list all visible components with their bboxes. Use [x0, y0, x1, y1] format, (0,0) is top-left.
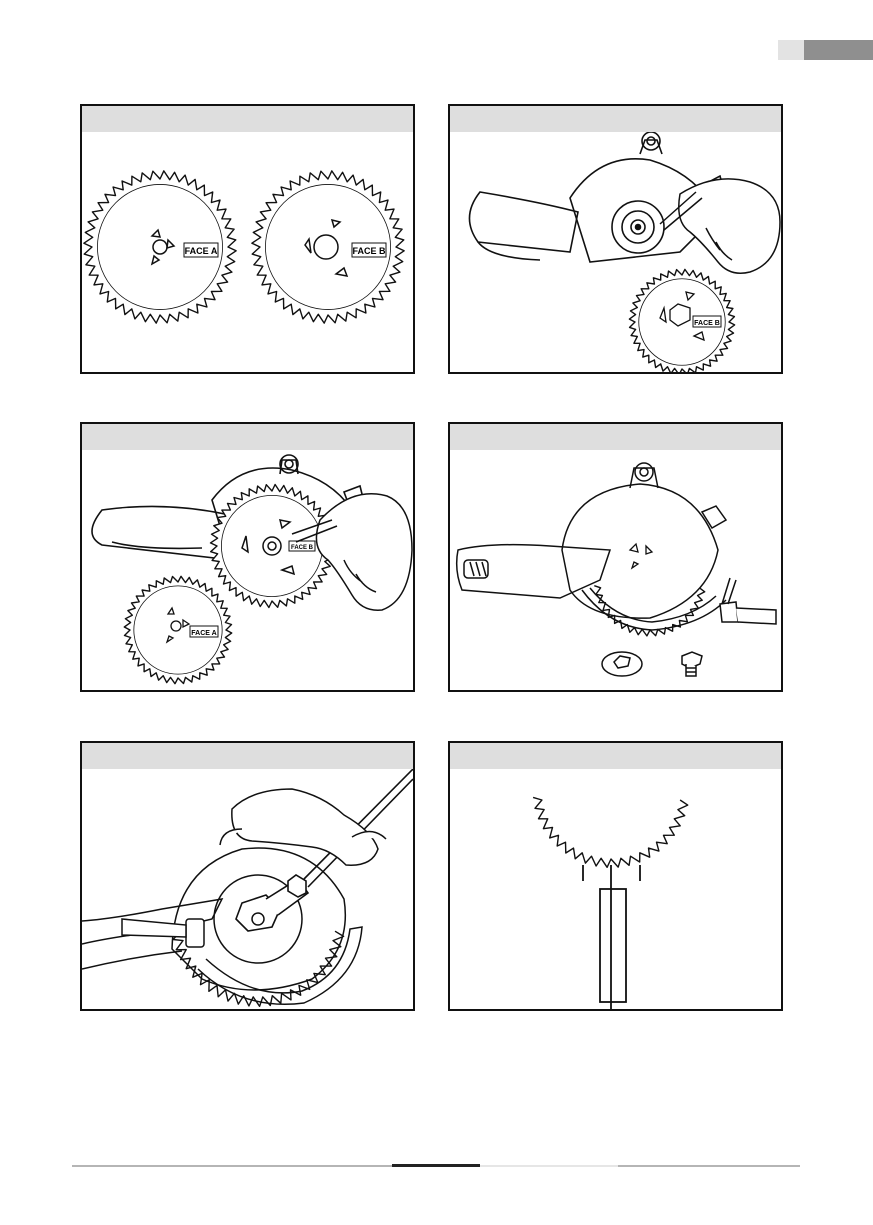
panel-header	[450, 106, 781, 132]
blade-teeth	[594, 586, 704, 636]
hand-icon	[660, 179, 780, 273]
face-b-label: FACE B	[291, 545, 314, 551]
page-tab-light	[778, 40, 804, 60]
blade-teeth	[533, 797, 688, 867]
circular-saw-icon	[457, 463, 726, 630]
figure-panel-2: FACE B	[448, 104, 783, 374]
hex-wrench-icon	[720, 578, 776, 624]
figure-panel-3: FACE B FACE A	[80, 422, 415, 692]
footer-rule-gap	[480, 1165, 618, 1167]
flange-washer-icon	[602, 652, 642, 676]
figure-panel-1: FACE A FACE B	[80, 104, 415, 374]
page-tab-dark	[804, 40, 873, 60]
figure-panel-4	[448, 422, 783, 692]
blade-install-illustration: FACE B FACE A	[82, 450, 413, 690]
exploded-view-illustration	[450, 450, 781, 690]
saw-blade-icon	[533, 797, 688, 867]
footer-rule-right	[618, 1165, 800, 1167]
footer-rule-center	[392, 1164, 480, 1167]
panel-header	[82, 743, 413, 769]
footer-rule-left	[72, 1165, 392, 1167]
figure-panel-5	[80, 741, 415, 1011]
panel-header	[82, 106, 413, 132]
bolt-icon	[682, 652, 702, 676]
panel-header	[82, 424, 413, 450]
blade-removal-illustration: FACE B	[450, 132, 781, 372]
face-a-label: FACE A	[185, 246, 218, 256]
panel-header	[450, 424, 781, 450]
hand-icon	[220, 789, 386, 865]
blade-faces-illustration: FACE A FACE B	[82, 132, 413, 372]
panel-header	[450, 743, 781, 769]
face-b-label: FACE B	[694, 320, 720, 327]
tighten-bolt-illustration	[82, 769, 413, 1009]
face-b-label: FACE B	[352, 246, 386, 256]
saw-blade-icon	[594, 586, 704, 636]
blade-alignment-illustration	[450, 769, 781, 1009]
figure-panel-6	[448, 741, 783, 1011]
alignment-guide	[583, 865, 640, 1009]
face-a-label: FACE A	[191, 630, 216, 637]
